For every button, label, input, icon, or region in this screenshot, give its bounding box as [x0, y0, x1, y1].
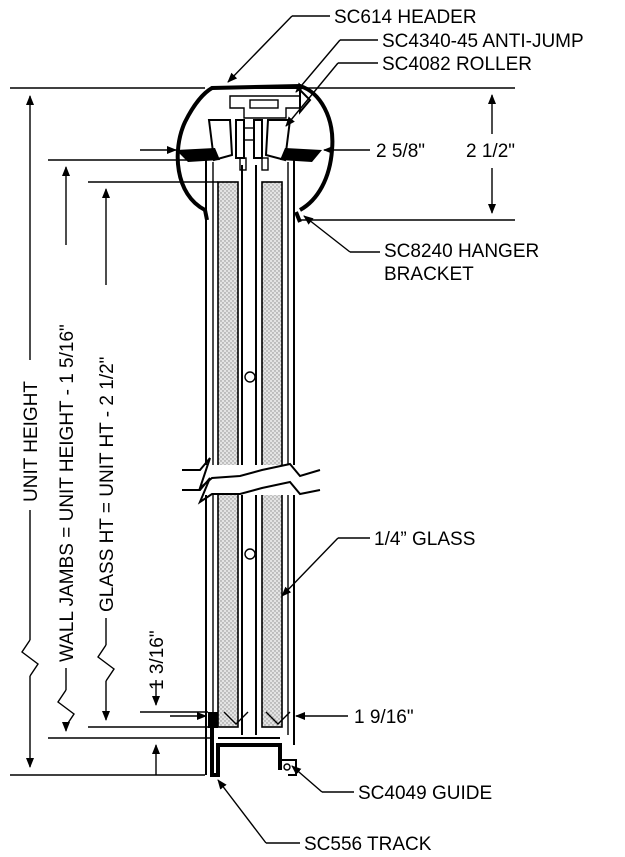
label-anti-jump: SC4340-45 ANTI-JUMP: [382, 31, 584, 52]
label-dim-1-9-16: 1 9/16": [354, 707, 414, 728]
leader-glass: [281, 537, 370, 597]
leader-anti-jump: [295, 39, 378, 93]
leader-header: [227, 15, 330, 83]
pivot-hole-upper: [244, 371, 256, 383]
bottom-track: [208, 711, 291, 777]
label-unit-height: UNIT HEIGHT: [21, 381, 42, 502]
label-header: SC614 HEADER: [334, 7, 477, 28]
label-glass-ht: GLASS HT = UNIT HT - 2 1/2": [97, 357, 118, 612]
leader-roller: [285, 62, 378, 127]
label-glass: 1/4” GLASS: [374, 529, 475, 550]
door-panel-right: [255, 160, 295, 745]
label-dim-2-5-8: 2 5/8": [376, 141, 425, 162]
label-hanger-line1: SC8240 HANGER: [384, 241, 539, 262]
label-guide: SC4049 GUIDE: [358, 783, 492, 804]
dim-2-1-2: [300, 87, 515, 221]
label-wall-jambs: WALL JAMBS = UNIT HEIGHT - 1 5/16": [57, 324, 78, 662]
pivot-hole-lower: [244, 548, 256, 560]
glass-pane-right: [261, 181, 283, 728]
leader-track: [217, 779, 300, 844]
roller-assembly: [207, 119, 292, 171]
label-roller: SC4082 ROLLER: [382, 54, 532, 75]
dim-unit-height: [10, 87, 205, 776]
label-dim-2-1-2: 2 1/2": [466, 141, 515, 162]
glass-pane-left: [217, 181, 239, 728]
leader-hanger: [303, 215, 380, 253]
anti-jump: [299, 87, 312, 115]
label-hanger-line2: BRACKET: [384, 264, 474, 285]
label-dim-1-3-16: 1 3/16": [147, 630, 168, 690]
leader-guide: [291, 765, 354, 793]
dim-glass-ht: [88, 181, 218, 728]
break-line: [180, 457, 321, 505]
door-panel-left: [205, 160, 243, 775]
dim-1-3-16: [140, 680, 208, 775]
dim-wall-jambs: [48, 159, 212, 739]
label-track: SC556 TRACK: [304, 834, 432, 855]
hanger-bracket: [176, 148, 322, 223]
